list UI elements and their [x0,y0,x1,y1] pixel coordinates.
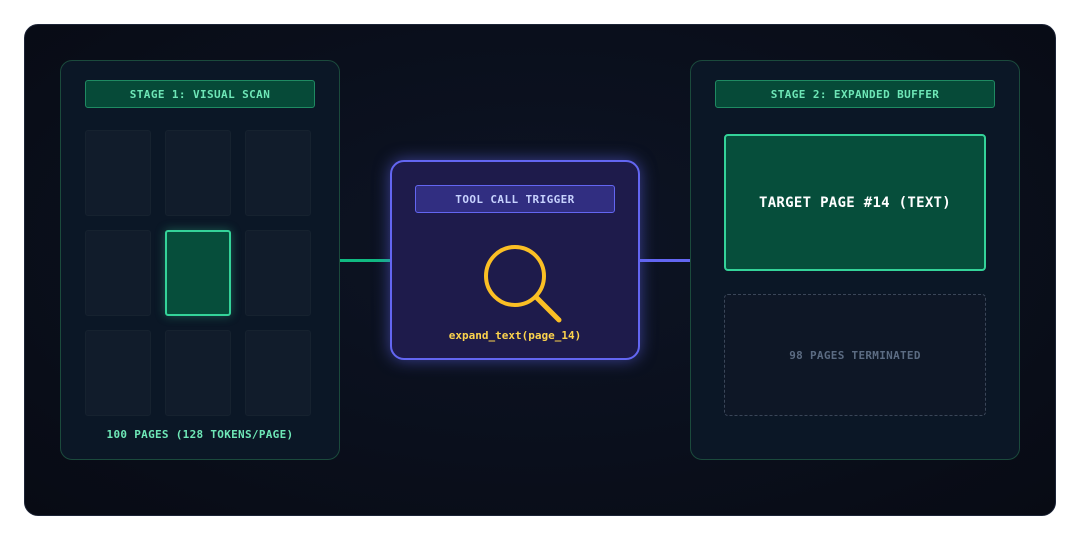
page-tile [165,330,231,416]
stage1-caption: 100 PAGES (128 TOKENS/PAGE) [106,428,294,441]
stage1-header: STAGE 1: VISUAL SCAN [85,80,315,108]
magnifier-icon [484,245,562,323]
tool-call-caption: expand_text(page_14) [448,329,582,342]
page-tile [85,330,151,416]
tool-call-header: TOOL CALL TRIGGER [415,185,615,213]
page-tile [85,130,151,216]
page-tile-selected [165,230,231,316]
page-tile [85,230,151,316]
connector-right [640,259,690,262]
page-tile [245,230,311,316]
terminated-pages: 98 PAGES TERMINATED [724,294,986,416]
page-tile [165,130,231,216]
page-tile [245,130,311,216]
target-page: TARGET PAGE #14 (TEXT) [724,134,986,271]
connector-left [340,259,390,262]
page-tile [245,330,311,416]
stage2-header: STAGE 2: EXPANDED BUFFER [715,80,995,108]
